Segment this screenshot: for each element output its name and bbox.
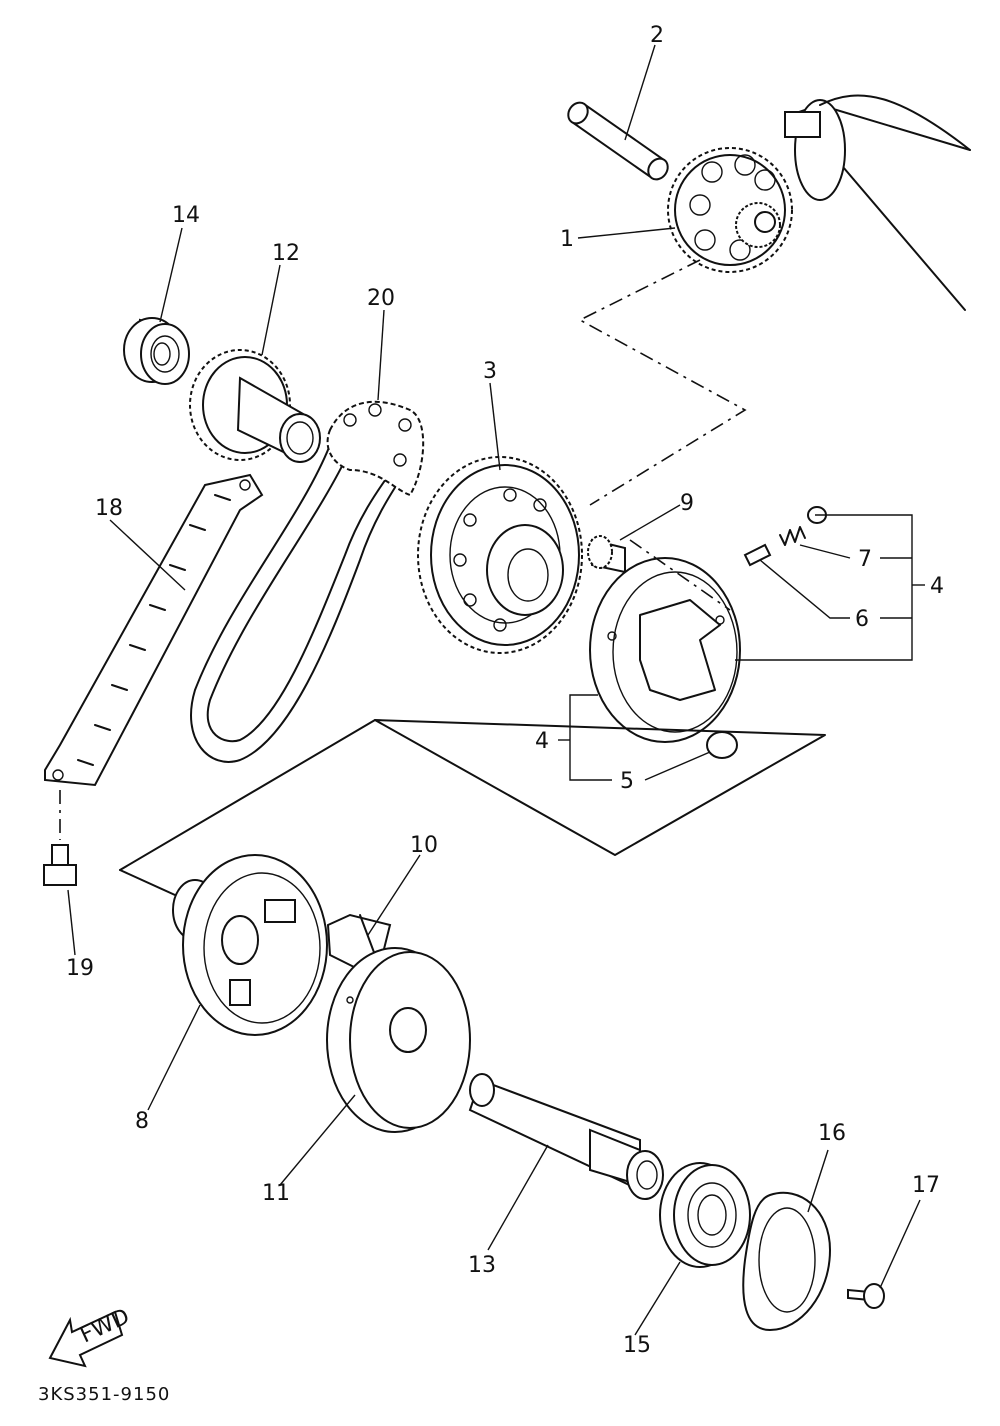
part-13-shaft bbox=[468, 1073, 664, 1200]
forward-arrow-icon: FWD bbox=[48, 1304, 134, 1368]
part-15-bearing bbox=[659, 1162, 751, 1268]
part-17-screw bbox=[847, 1283, 885, 1309]
part-19-bolt bbox=[43, 790, 77, 886]
label-part-19: 19 bbox=[66, 956, 94, 981]
part-7-spring bbox=[779, 506, 827, 546]
label-part-15: 15 bbox=[623, 1333, 651, 1358]
shaft-housing bbox=[784, 94, 971, 311]
label-part-9: 9 bbox=[680, 491, 694, 516]
label-part-5: 5 bbox=[620, 769, 634, 794]
label-part-1: 1 bbox=[560, 227, 574, 252]
label-part-7: 7 bbox=[858, 547, 872, 572]
part-labels: 2 1 3 9 4 7 6 4 5 12 14 20 18 19 10 8 11… bbox=[66, 23, 944, 1358]
part-1-gear bbox=[667, 147, 793, 273]
part-4-clutch-housing bbox=[589, 557, 741, 743]
label-part-16: 16 bbox=[818, 1121, 846, 1146]
part-3-large-gear bbox=[417, 456, 583, 654]
label-part-2: 2 bbox=[650, 23, 664, 48]
part-6-plunger bbox=[743, 543, 772, 567]
part-2-pin bbox=[567, 101, 669, 181]
part-9-small-gear bbox=[587, 535, 626, 574]
label-part-10: 10 bbox=[410, 833, 438, 858]
label-part-20: 20 bbox=[367, 286, 395, 311]
label-part-6: 6 bbox=[855, 607, 869, 632]
label-part-18: 18 bbox=[95, 496, 123, 521]
part-20-chain bbox=[190, 400, 425, 763]
label-part-4-lower: 4 bbox=[535, 729, 549, 754]
part-11-disc-plate bbox=[326, 947, 471, 1133]
diagram-code: 3KS351-9150 bbox=[38, 1384, 171, 1405]
part-12-gear-sleeve bbox=[189, 349, 321, 463]
label-part-13: 13 bbox=[468, 1253, 496, 1278]
assembly-lines bbox=[119, 259, 826, 896]
label-part-4-upper: 4 bbox=[930, 574, 944, 599]
label-part-17: 17 bbox=[912, 1173, 940, 1198]
label-part-11: 11 bbox=[262, 1181, 290, 1206]
part-16-retainer-plate bbox=[742, 1191, 832, 1332]
part-18-chain-guide bbox=[44, 473, 264, 787]
label-part-3: 3 bbox=[483, 359, 497, 384]
label-part-14: 14 bbox=[172, 203, 200, 228]
label-part-8: 8 bbox=[135, 1109, 149, 1134]
part-14-bearing bbox=[123, 317, 190, 385]
label-part-12: 12 bbox=[272, 241, 300, 266]
part-5-roller bbox=[706, 731, 738, 759]
part-8-clutch-drum bbox=[172, 854, 328, 1036]
leader-lines bbox=[67, 44, 925, 1336]
